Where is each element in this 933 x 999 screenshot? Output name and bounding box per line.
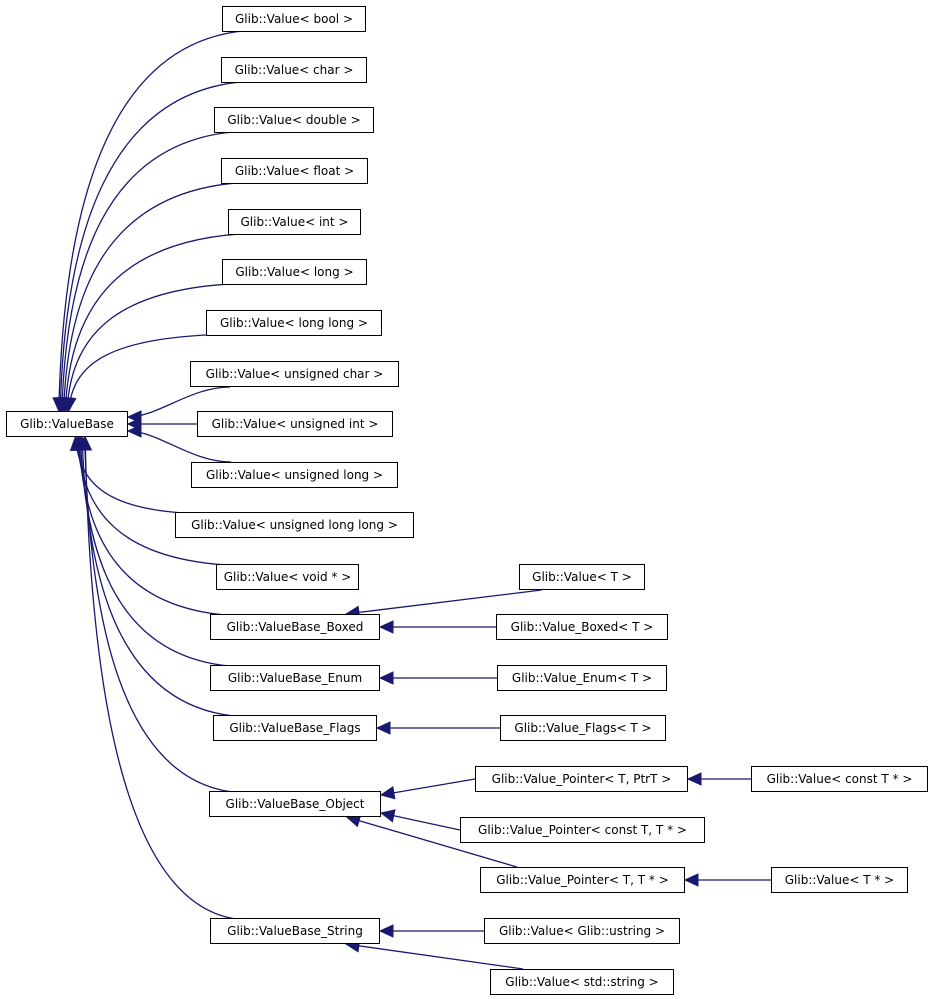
- node-value-unsigned-int[interactable]: Glib::Value< unsigned int >: [197, 411, 393, 437]
- node-value-unsigned-long-long[interactable]: Glib::Value< unsigned long long >: [175, 512, 414, 538]
- node-valuebase-enum[interactable]: Glib::ValueBase_Enum: [210, 665, 380, 691]
- node-valuebase-string[interactable]: Glib::ValueBase_String: [210, 918, 380, 944]
- node-value-unsigned-long[interactable]: Glib::Value< unsigned long >: [191, 462, 398, 488]
- inheritance-arrowhead: [686, 772, 702, 786]
- inheritance-edge: [81, 436, 254, 718]
- node-value-const-t-pointer[interactable]: Glib::Value< const T * >: [751, 766, 928, 792]
- inheritance-edge: [64, 232, 268, 412]
- inheritance-arrowhead: [378, 620, 394, 634]
- inheritance-arrowhead: [378, 671, 394, 685]
- node-valuebase-flags[interactable]: Glib::ValueBase_Flags: [213, 715, 377, 741]
- inheritance-edge: [345, 589, 542, 615]
- inheritance-edge: [62, 181, 262, 412]
- node-value-double[interactable]: Glib::Value< double >: [214, 107, 374, 133]
- node-value-long[interactable]: Glib::Value< long >: [222, 259, 367, 285]
- inheritance-edge: [66, 282, 263, 412]
- inheritance-edge: [58, 29, 263, 412]
- node-value-pointer-t-t-pointer[interactable]: Glib::Value_Pointer< T, T * >: [480, 867, 685, 893]
- node-valuebase-object[interactable]: Glib::ValueBase_Object: [209, 791, 381, 817]
- inheritance-arrowhead: [379, 809, 396, 823]
- node-value-float[interactable]: Glib::Value< float >: [221, 158, 368, 184]
- inheritance-arrowhead: [126, 424, 142, 438]
- node-value-char[interactable]: Glib::Value< char >: [221, 57, 367, 83]
- node-value-void-pointer[interactable]: Glib::Value< void * >: [216, 564, 359, 590]
- inheritance-edge: [61, 130, 255, 412]
- node-value-int[interactable]: Glib::Value< int >: [228, 209, 361, 235]
- node-value-long-long[interactable]: Glib::Value< long long >: [206, 310, 382, 336]
- node-value-std-string[interactable]: Glib::Value< std::string >: [490, 969, 674, 995]
- inheritance-arrowhead: [78, 435, 93, 451]
- node-valuebase[interactable]: Glib::ValueBase: [6, 411, 128, 437]
- inheritance-edge: [345, 943, 524, 970]
- inheritance-edge: [84, 436, 251, 921]
- node-value-bool[interactable]: Glib::Value< bool >: [222, 6, 366, 32]
- inheritance-arrowhead: [375, 721, 391, 735]
- inheritance-arrowhead: [683, 873, 699, 887]
- node-value-enum-t[interactable]: Glib::Value_Enum< T >: [497, 665, 667, 691]
- inheritance-edge: [76, 436, 257, 567]
- inheritance-edge: [79, 436, 251, 668]
- inheritance-edge: [346, 816, 518, 868]
- inheritance-edge: [67, 333, 247, 412]
- node-value-glib-ustring[interactable]: Glib::Value< Glib::ustring >: [484, 918, 680, 944]
- node-value-pointer-const-t-t-pointer[interactable]: Glib::Value_Pointer< const T, T * >: [460, 817, 705, 843]
- inheritance-arrowhead: [379, 786, 396, 800]
- node-value-t[interactable]: Glib::Value< T >: [519, 564, 645, 590]
- node-valuebase-boxed[interactable]: Glib::ValueBase_Boxed: [210, 614, 380, 640]
- node-value-t-pointer[interactable]: Glib::Value< T * >: [771, 867, 908, 893]
- inheritance-arrowhead: [378, 924, 394, 938]
- node-value-boxed-t[interactable]: Glib::Value_Boxed< T >: [496, 614, 668, 640]
- inheritance-edge: [380, 778, 476, 796]
- node-value-unsigned-char[interactable]: Glib::Value< unsigned char >: [190, 361, 399, 387]
- inheritance-edge: [59, 80, 262, 412]
- inheritance-edge: [78, 436, 251, 617]
- node-value-flags-t[interactable]: Glib::Value_Flags< T >: [500, 715, 666, 741]
- inheritance-arrowhead: [63, 396, 77, 413]
- node-value-pointer-t-ptrt[interactable]: Glib::Value_Pointer< T, PtrT >: [475, 766, 688, 792]
